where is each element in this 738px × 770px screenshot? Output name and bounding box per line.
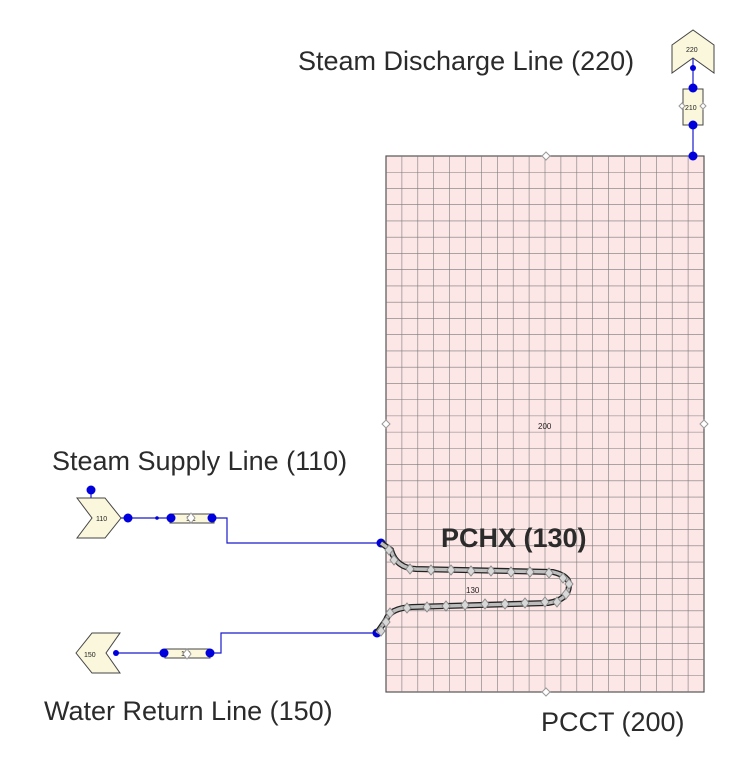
pchx-id-label: 130 [466,586,480,595]
boundary-150-shape [75,632,121,674]
pchx-node [405,563,415,575]
pchx-node [426,564,436,576]
tank-left-marker [381,419,391,429]
pchx-node [466,565,476,577]
pchx-node-markers [376,544,574,637]
boundary-220-id: 220 [686,47,698,54]
pchx-node [558,572,568,584]
pchx-node [389,554,399,566]
pchx-node [564,578,574,590]
pchx-node [480,598,490,610]
pchx-node [506,566,516,578]
boundary-110-id: 110 [96,516,107,523]
pchx-node [544,567,554,579]
pchx-node [552,596,562,608]
pchx-node [500,598,510,610]
pchx-node [561,588,571,600]
pchx-node [384,544,394,556]
pchx-label: PCHX (130) [441,523,587,553]
pchx-node [460,599,470,611]
supply-vent-dot [86,485,96,495]
pchx-node [525,566,535,578]
pchx-node [422,601,432,613]
junction-dot [688,151,698,161]
junction-dot [688,120,698,130]
junction-dot [113,650,119,656]
pchx-heat-exchanger[interactable]: 130 [374,540,574,637]
pchx-node [376,625,386,637]
boundary-110-shape [76,497,122,539]
steam-discharge-system[interactable]: 220 210 [671,29,715,161]
junction-dot [207,513,217,523]
steam-supply-system[interactable]: 110 1 1 [76,485,386,548]
boundary-220-shape [671,29,715,74]
pchx-node [402,602,412,614]
pchx-node [446,564,456,576]
pcct-tank[interactable]: 200 [385,155,705,693]
junction-dot [166,513,176,523]
steam-discharge-label: Steam Discharge Line (220) [298,46,635,76]
valve-210-right-marker [699,102,707,110]
junction-dot [159,648,169,658]
pcct-label: PCCT (200) [541,707,685,737]
pchx-node [520,597,530,609]
tank-bottom-marker [541,687,551,697]
boundary-150-id: 150 [84,652,96,659]
junction-dot [690,65,696,71]
water-return-system[interactable]: 150 1 0 [75,628,382,674]
pchx-node [385,607,395,619]
junction-dot [123,513,133,523]
return-pipe [118,632,377,654]
junction-dot [205,648,215,658]
valve-210-id: 210 [685,105,697,112]
water-return-label: Water Return Line (150) [44,696,333,726]
tank-right-marker [699,419,709,429]
supply-pipe [120,517,381,544]
steam-supply-label: Steam Supply Line (110) [52,446,348,476]
pchx-node [441,600,451,612]
pchx-node [486,565,496,577]
junction-dot [155,516,159,520]
valve-140-marker [182,648,192,660]
pchx-node [381,616,391,628]
tank-node-markers [381,151,709,697]
valve-111-marker [186,512,196,524]
valve-210-left-marker [678,102,686,110]
pchx-node [540,596,550,608]
junction-dot [688,83,698,93]
tank-id-label: 200 [538,422,552,431]
tank-top-marker [541,151,551,161]
